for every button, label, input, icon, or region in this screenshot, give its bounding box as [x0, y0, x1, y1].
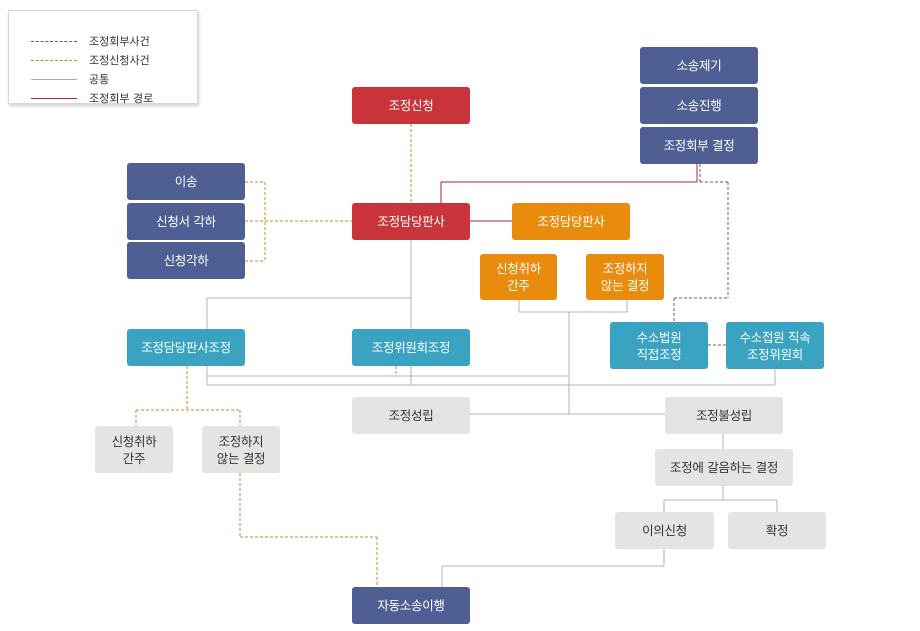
legend-label: 공통	[89, 73, 110, 86]
legend-item-referral-case: 조정회부사건	[31, 33, 150, 49]
node-objection: 이의신청	[615, 512, 714, 549]
node-judge-mediation: 조정담당판사조정	[127, 329, 245, 366]
node-committee-mediation: 조정위원회조정	[352, 329, 470, 366]
node-application-rejection: 신청서 각하	[127, 203, 245, 240]
node-transfer-to-litigation: 자동소송이행	[352, 587, 470, 624]
node-finalization: 확정	[728, 512, 826, 549]
node-withdrawal-deemed-upper: 신청취하 간주	[480, 254, 557, 300]
legend-item-common: 공통	[31, 71, 109, 87]
legend: 조정회부사건 조정신청사건 공통 조정회부 경로	[8, 10, 198, 106]
node-mediation-success: 조정성립	[352, 397, 470, 434]
application-path-lines	[135, 124, 412, 587]
node-mediation-failure: 조정불성립	[665, 397, 783, 434]
legend-solid-crimson-line	[31, 97, 77, 99]
legend-label: 조정회부사건	[89, 35, 150, 48]
node-suit-filing: 소송제기	[640, 47, 758, 84]
node-mediation-application: 조정신청	[352, 87, 470, 124]
node-withdrawal-deemed-lower: 신청취하 간주	[95, 426, 173, 473]
node-decision-in-lieu: 조정에 갈음하는 결정	[655, 449, 793, 486]
legend-dashed-ochre-line	[31, 59, 77, 61]
legend-item-referral-route: 조정회부 경로	[31, 90, 153, 106]
node-referral-decision: 조정회부 결정	[640, 127, 758, 164]
node-court-direct-mediation: 수소법원 직접조정	[610, 322, 708, 369]
legend-item-application-case: 조정신청사건	[31, 52, 150, 68]
referral-path-lines	[673, 164, 729, 346]
legend-solid-gray-line	[31, 78, 77, 80]
legend-label: 조정신청사건	[89, 54, 150, 67]
node-judge-in-charge-referral: 조정담당판사	[512, 203, 630, 240]
node-judge-in-charge: 조정담당판사	[352, 203, 470, 240]
node-court-standing-committee: 수소접원 직속 조정위원회	[726, 322, 824, 369]
legend-dashed-navy-line	[31, 40, 77, 42]
node-no-mediation-decision-lower: 조정하지 않는 결정	[202, 426, 280, 473]
legend-label: 조정회부 경로	[89, 92, 154, 105]
common-path-lines	[206, 240, 778, 587]
node-suit-progress: 소송진행	[640, 87, 758, 124]
referral-route-lines	[440, 164, 698, 222]
node-transfer: 이송	[127, 163, 245, 200]
node-application-dismissal: 신청각하	[127, 242, 245, 279]
node-no-mediation-decision-upper: 조정하지 않는 결정	[586, 254, 664, 300]
